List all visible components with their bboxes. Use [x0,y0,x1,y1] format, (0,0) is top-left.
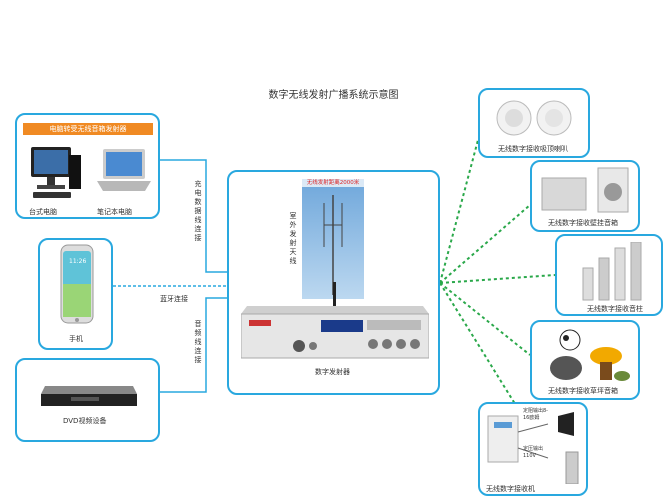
receiver-column-box: 无线数字接收音柱 [555,234,663,316]
antenna-caption: 室外发射天线 [289,212,297,265]
receiver-unit-label: 无线数字接收机 [486,485,535,493]
receiver-ceiling-label: 无线数字接收吸顶喇叭 [498,145,568,153]
receiver-unit-icon [487,412,579,484]
laptop-label: 笔记本电脑 [97,208,132,216]
computers-box: 电脑转受无线音箱发射器 台式电脑 笔记本电脑 [15,113,160,219]
receiver-lawn-box: 无线数字接收草坪音箱 [530,320,640,400]
ceiling-speaker-icon [496,100,572,136]
phone-time: 11:26 [69,258,87,265]
connection-bottom-label: 音频线连接 [194,320,202,364]
antenna-range-tag: 无线发射距离2000米 [302,179,364,187]
antenna-icon [323,195,343,295]
phone-label: 手机 [69,335,83,343]
phone-box: 11:26 手机 [38,238,113,350]
smartphone-icon [60,244,94,324]
receiver-lawn-label: 无线数字接收草坪音箱 [548,387,618,395]
wire-computers [160,159,227,273]
receiver-output1: 定阻输出8-16欧姆 [523,408,548,421]
wireless-line-r2 [439,204,531,284]
diagram-title: 数字无线发射广播系统示意图 [268,90,399,101]
antenna-photo: 无线发射距离2000米 [302,179,364,299]
desktop-computer-icon [31,147,81,198]
wireless-line-r3 [439,274,556,284]
transmitter-label: 数字发射器 [315,368,350,376]
transmitter-box: 无线发射距离2000米 室外发射天线 数字发射器 [227,170,440,395]
computers-banner: 电脑转受无线音箱发射器 [23,123,153,135]
dvd-box: DVD视频设备 [15,358,160,442]
wireless-line-r4 [439,282,531,356]
receiver-ceiling-box: 无线数字接收吸顶喇叭 [478,88,590,158]
receiver-column-label: 无线数字接收音柱 [587,305,643,313]
dvd-label: DVD视频设备 [63,417,107,425]
wire-dvd [160,297,227,393]
wireless-line-r5 [439,282,526,421]
receiver-wall-box: 无线数字接收壁挂音箱 [530,160,640,232]
transmitter-device-icon [241,306,429,359]
column-speaker-icon [582,242,642,301]
dvd-player-icon [41,386,137,406]
connection-top-label: 充电数据线连接 [194,180,202,242]
desktop-label: 台式电脑 [29,208,57,216]
wall-speaker-icon [541,167,629,213]
lawn-speaker-icon [550,329,630,381]
wireless-line-r1 [439,139,479,284]
receiver-wall-label: 无线数字接收壁挂音箱 [548,219,618,227]
receiver-output2: 定压输出110V [523,446,544,459]
receiver-unit-box: 定阻输出8-16欧姆 定压输出110V 无线数字接收机 [478,402,588,496]
connection-middle-label: 蓝牙连接 [160,295,188,303]
antenna-mast [333,282,336,306]
laptop-icon [97,149,151,191]
